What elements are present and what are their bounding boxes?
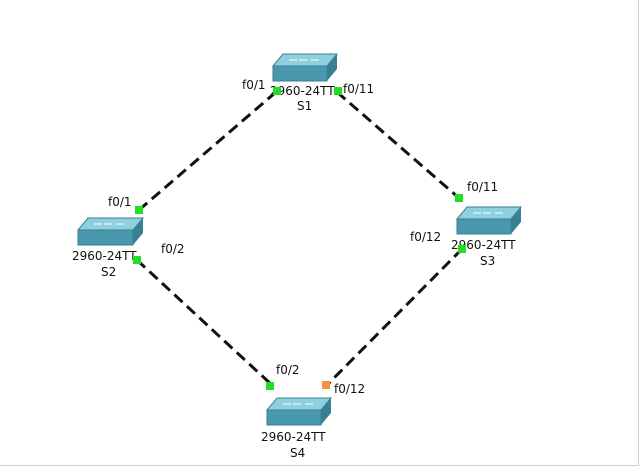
link-s3-s4[interactable] xyxy=(324,247,464,388)
switch-front xyxy=(77,229,134,246)
switch-front xyxy=(272,65,328,82)
switch-front xyxy=(456,218,512,235)
switch-name-label: S3 xyxy=(480,254,495,268)
switch-name-label: S2 xyxy=(101,265,116,279)
switch-model-label: 2960-24TT xyxy=(451,238,516,252)
port-light-s1-f0-1 xyxy=(273,87,281,95)
switch-model-label: 2960-24TT xyxy=(261,430,326,444)
switch-side xyxy=(511,207,521,234)
switch-model-label: 2960-24TT xyxy=(72,249,137,263)
link-s1-s2[interactable] xyxy=(138,90,277,212)
port-label-s4-f0-2: f0/2 xyxy=(276,363,300,377)
link-s2-s4[interactable] xyxy=(135,258,275,388)
port-light-s4-f0-2 xyxy=(266,382,274,390)
switch-name-label: S4 xyxy=(290,446,305,460)
switch-side xyxy=(327,54,337,81)
port-label-s3-f0-12: f0/12 xyxy=(410,230,441,244)
port-labels: f0/1 f0/11 f0/1 f0/2 f0/11 f0/12 f0/2 f0… xyxy=(108,78,498,396)
port-light-s1-f0-11 xyxy=(334,87,342,95)
port-label-s2-f0-2: f0/2 xyxy=(161,242,185,256)
port-label-s1-f0-1: f0/1 xyxy=(242,78,266,92)
switch-model-label: 2960-24TT xyxy=(270,84,335,98)
port-light-s2-f0-1 xyxy=(135,206,143,214)
switch-s4[interactable]: 2960-24TT S4 xyxy=(261,397,333,460)
switch-name-label: S1 xyxy=(297,99,312,113)
port-light-s3-f0-12 xyxy=(458,245,466,253)
switch-side xyxy=(133,218,143,245)
port-label-s2-f0-1: f0/1 xyxy=(108,195,132,209)
port-lights xyxy=(133,87,466,390)
switch-front xyxy=(266,409,322,426)
port-light-s2-f0-2 xyxy=(133,256,141,264)
port-label-s4-f0-12: f0/12 xyxy=(334,382,365,396)
switch-s3[interactable]: 2960-24TT S3 xyxy=(451,206,523,268)
port-label-s1-f0-11: f0/11 xyxy=(343,82,374,96)
switch-s2[interactable]: 2960-24TT S2 xyxy=(72,217,145,279)
switch-side xyxy=(321,398,331,425)
port-light-s4-f0-12 xyxy=(322,381,330,389)
port-light-s3-f0-11 xyxy=(455,194,463,202)
port-label-s3-f0-11: f0/11 xyxy=(467,180,498,194)
switch-s1[interactable]: 2960-24TT S1 xyxy=(270,53,339,113)
link-s1-s3[interactable] xyxy=(336,90,460,200)
links xyxy=(135,90,464,388)
